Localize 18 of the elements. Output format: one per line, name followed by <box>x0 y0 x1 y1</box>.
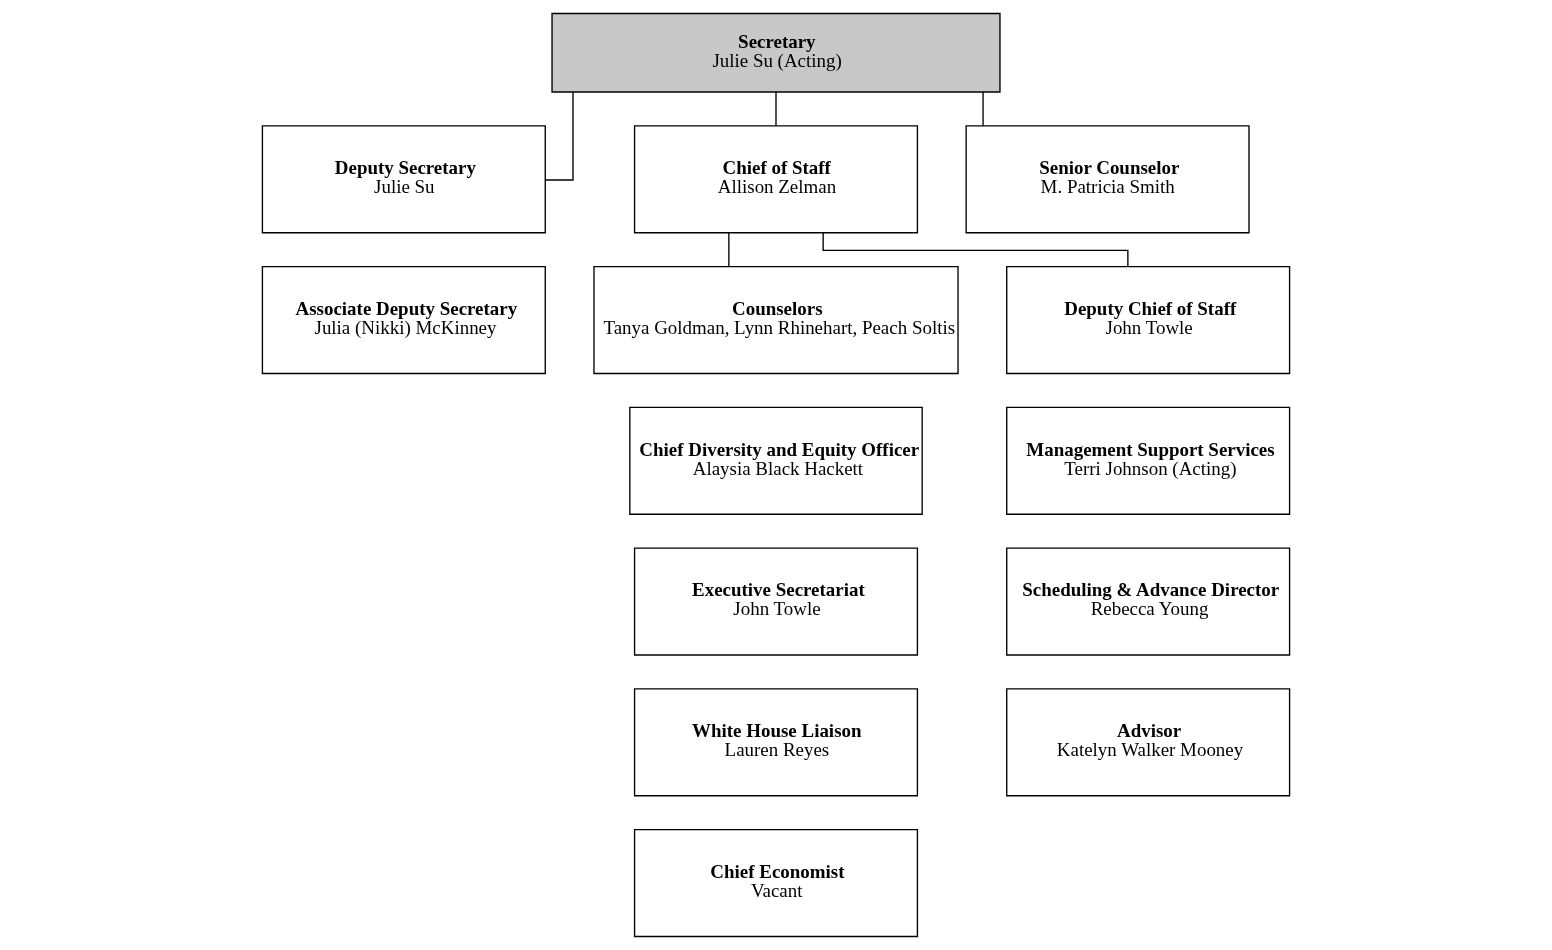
connector <box>728 232 730 268</box>
node-box: Chief Diversity and Equity Officer Alaysia Black Hackett <box>629 406 923 515</box>
connector <box>775 91 777 127</box>
node-box: Deputy Chief of Staff John Towle <box>1006 265 1291 375</box>
node-box: Senior Counselor M. Patricia Smith <box>965 125 1250 234</box>
node-box: Management Support Services Terri Johnson (Acting) <box>1006 406 1291 515</box>
connector <box>544 91 574 181</box>
connector <box>982 91 984 127</box>
node-box: Scheduling & Advance Director Rebecca Young <box>1006 547 1291 656</box>
node-box: Secretary Julie Su (Acting) <box>551 12 1001 93</box>
node-box: White House Liaison Lauren Reyes <box>633 688 919 797</box>
node-box: Chief Economist Vacant <box>633 828 919 938</box>
node-box: Advisor Katelyn Walker Mooney <box>1006 688 1291 797</box>
node-box: Associate Deputy Secretary Julia (Nikki) McKinney <box>261 265 546 375</box>
node-box: Chief of Staff Allison Zelman <box>633 125 919 234</box>
node-box: Deputy Secretary Julie Su <box>261 125 546 234</box>
node-box: Executive Secretariat John Towle <box>633 547 919 656</box>
node-box: Counselors Tanya Goldman, Lynn Rhinehart, Peach Soltis <box>593 265 959 375</box>
